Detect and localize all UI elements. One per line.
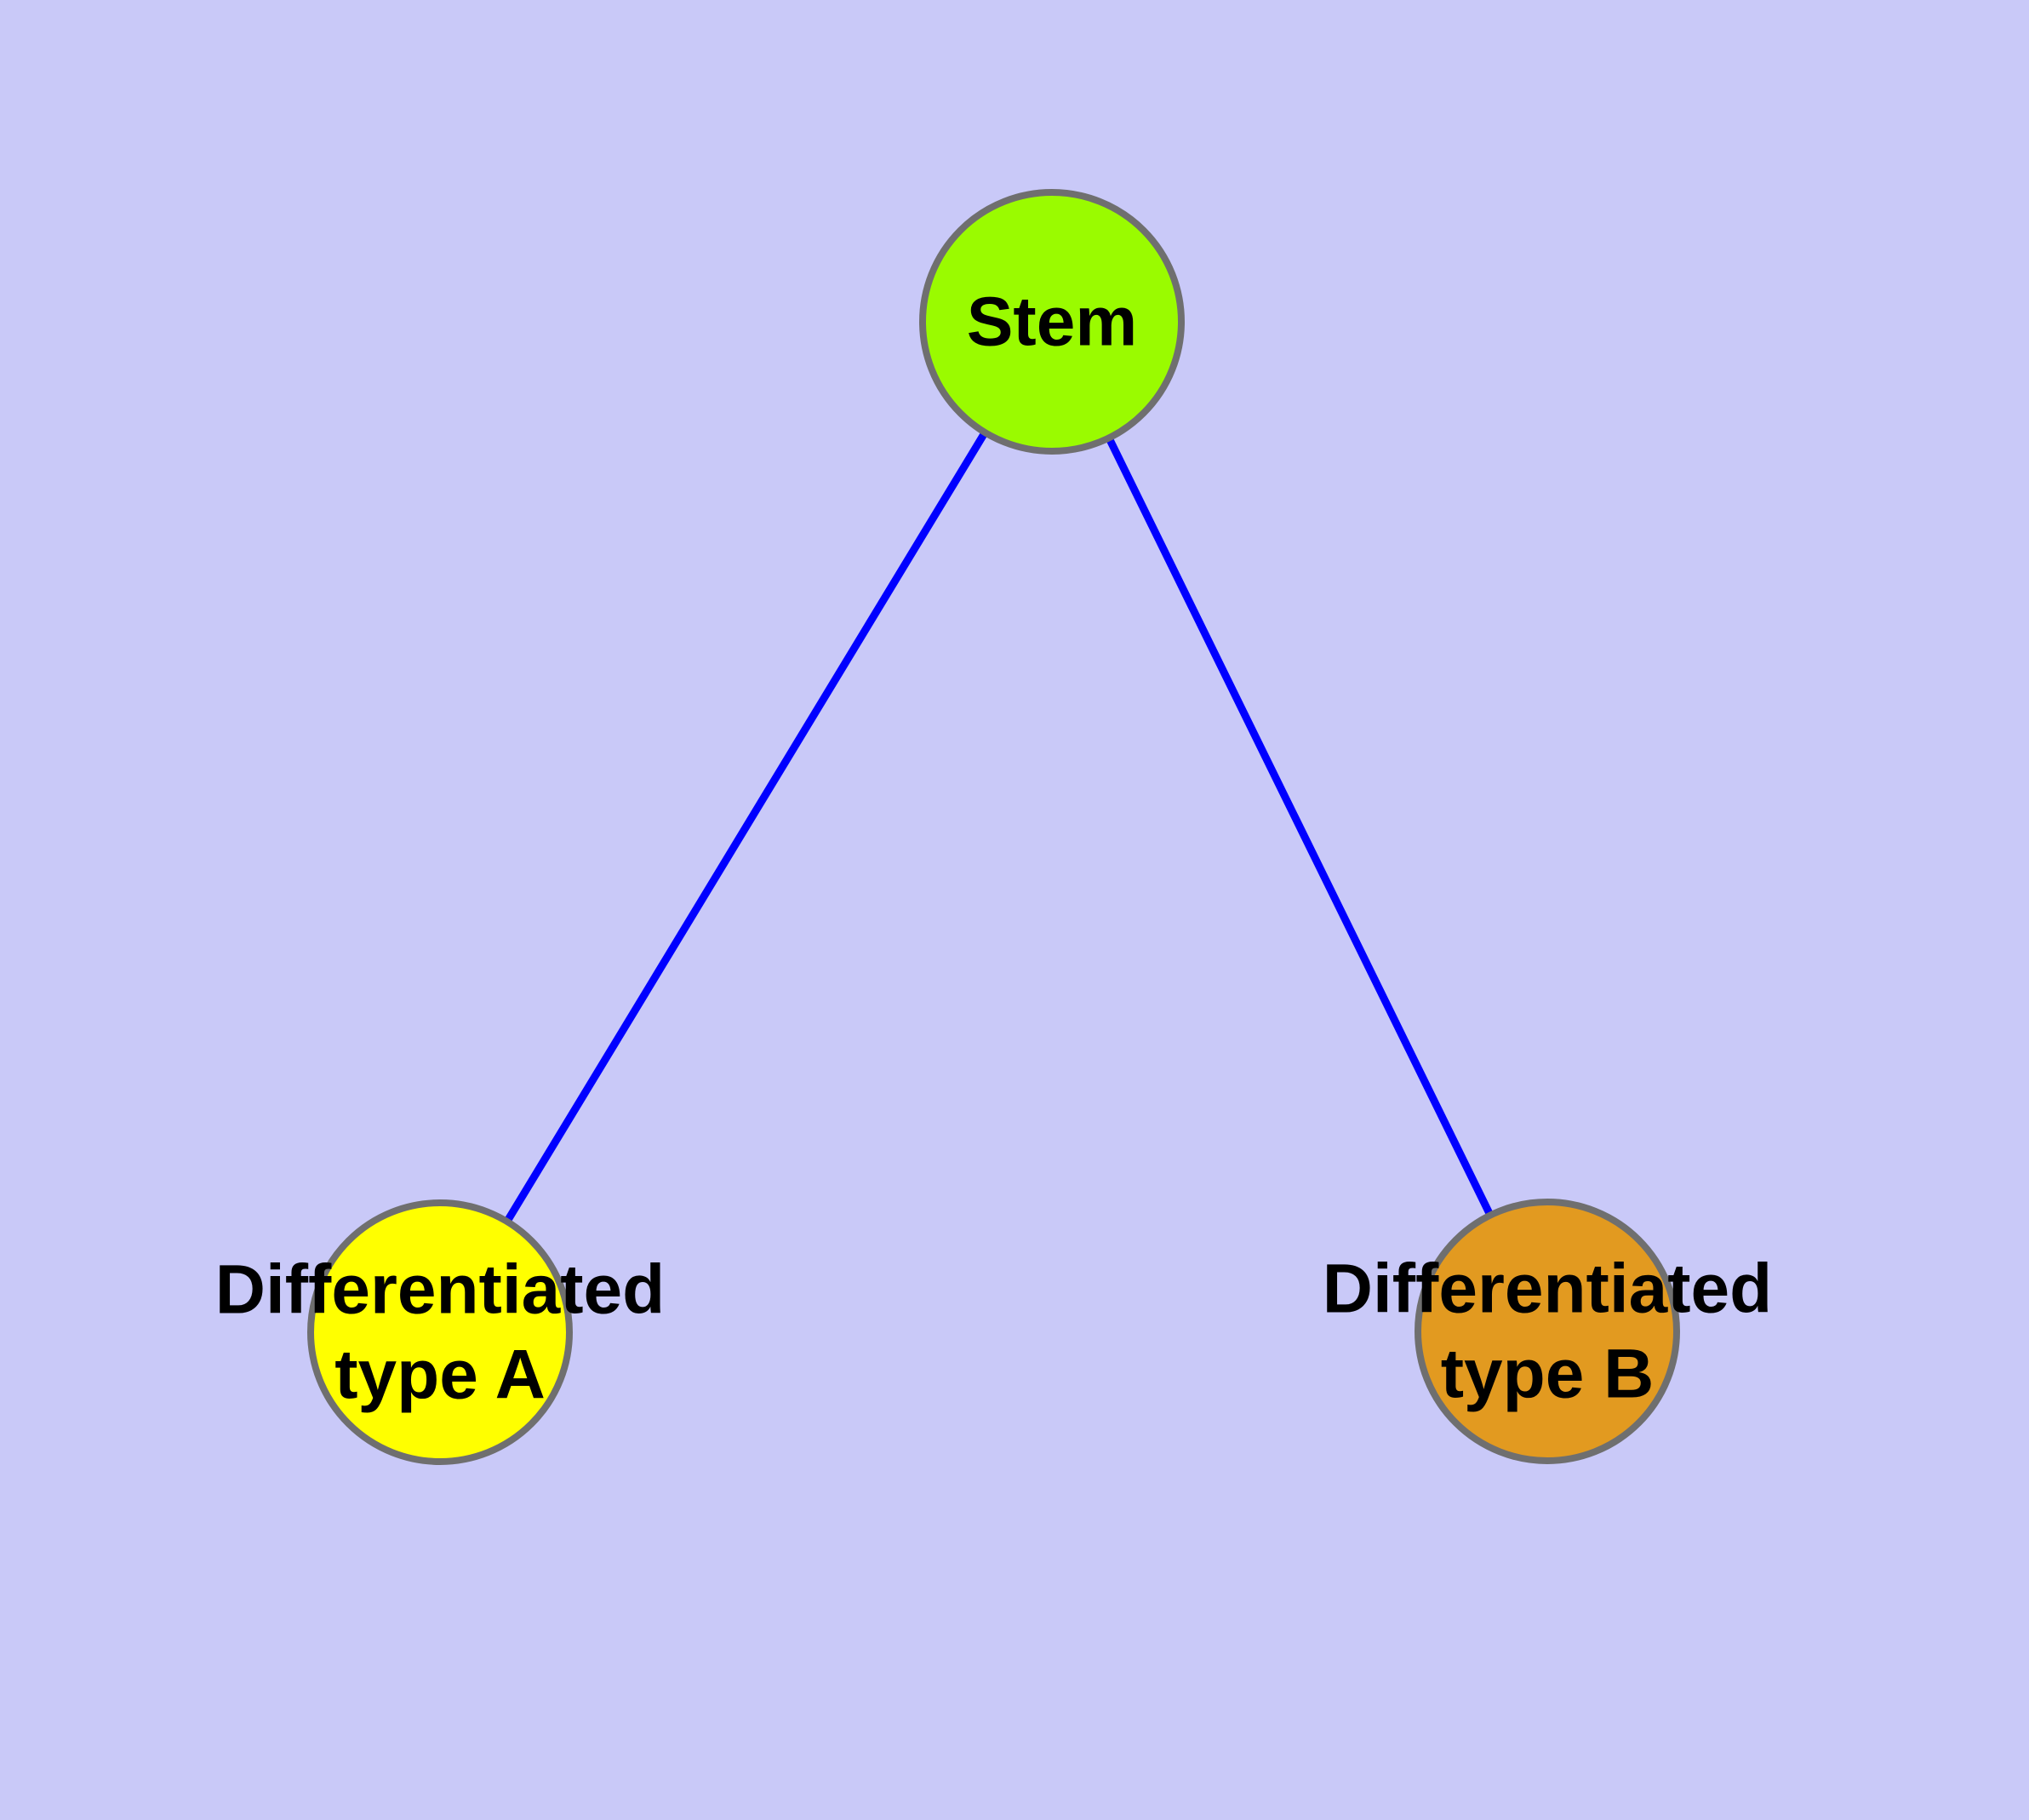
node-label-differentiated-type-b: Differentiated type B	[1323, 1251, 1773, 1413]
node-label-line: Differentiated	[215, 1251, 666, 1329]
node-label-line: type A	[334, 1336, 546, 1414]
node-label-line: Stem	[967, 283, 1138, 361]
node-circle-stem	[919, 189, 1185, 455]
node-label-stem: Stem	[967, 283, 1138, 361]
node-stem: Stem	[919, 189, 1185, 455]
node-circle-differentiated-type-b	[1415, 1199, 1680, 1464]
node-circle-differentiated-type-a	[307, 1199, 573, 1465]
node-differentiated-type-b: Differentiated type B	[1323, 1199, 1773, 1464]
edge-stem-differentiated-type-b	[1048, 320, 1552, 1333]
edge-stem-differentiated-type-a	[437, 319, 1055, 1335]
node-label-line: Differentiated	[1323, 1251, 1773, 1328]
node-label-line: type B	[1441, 1336, 1655, 1413]
